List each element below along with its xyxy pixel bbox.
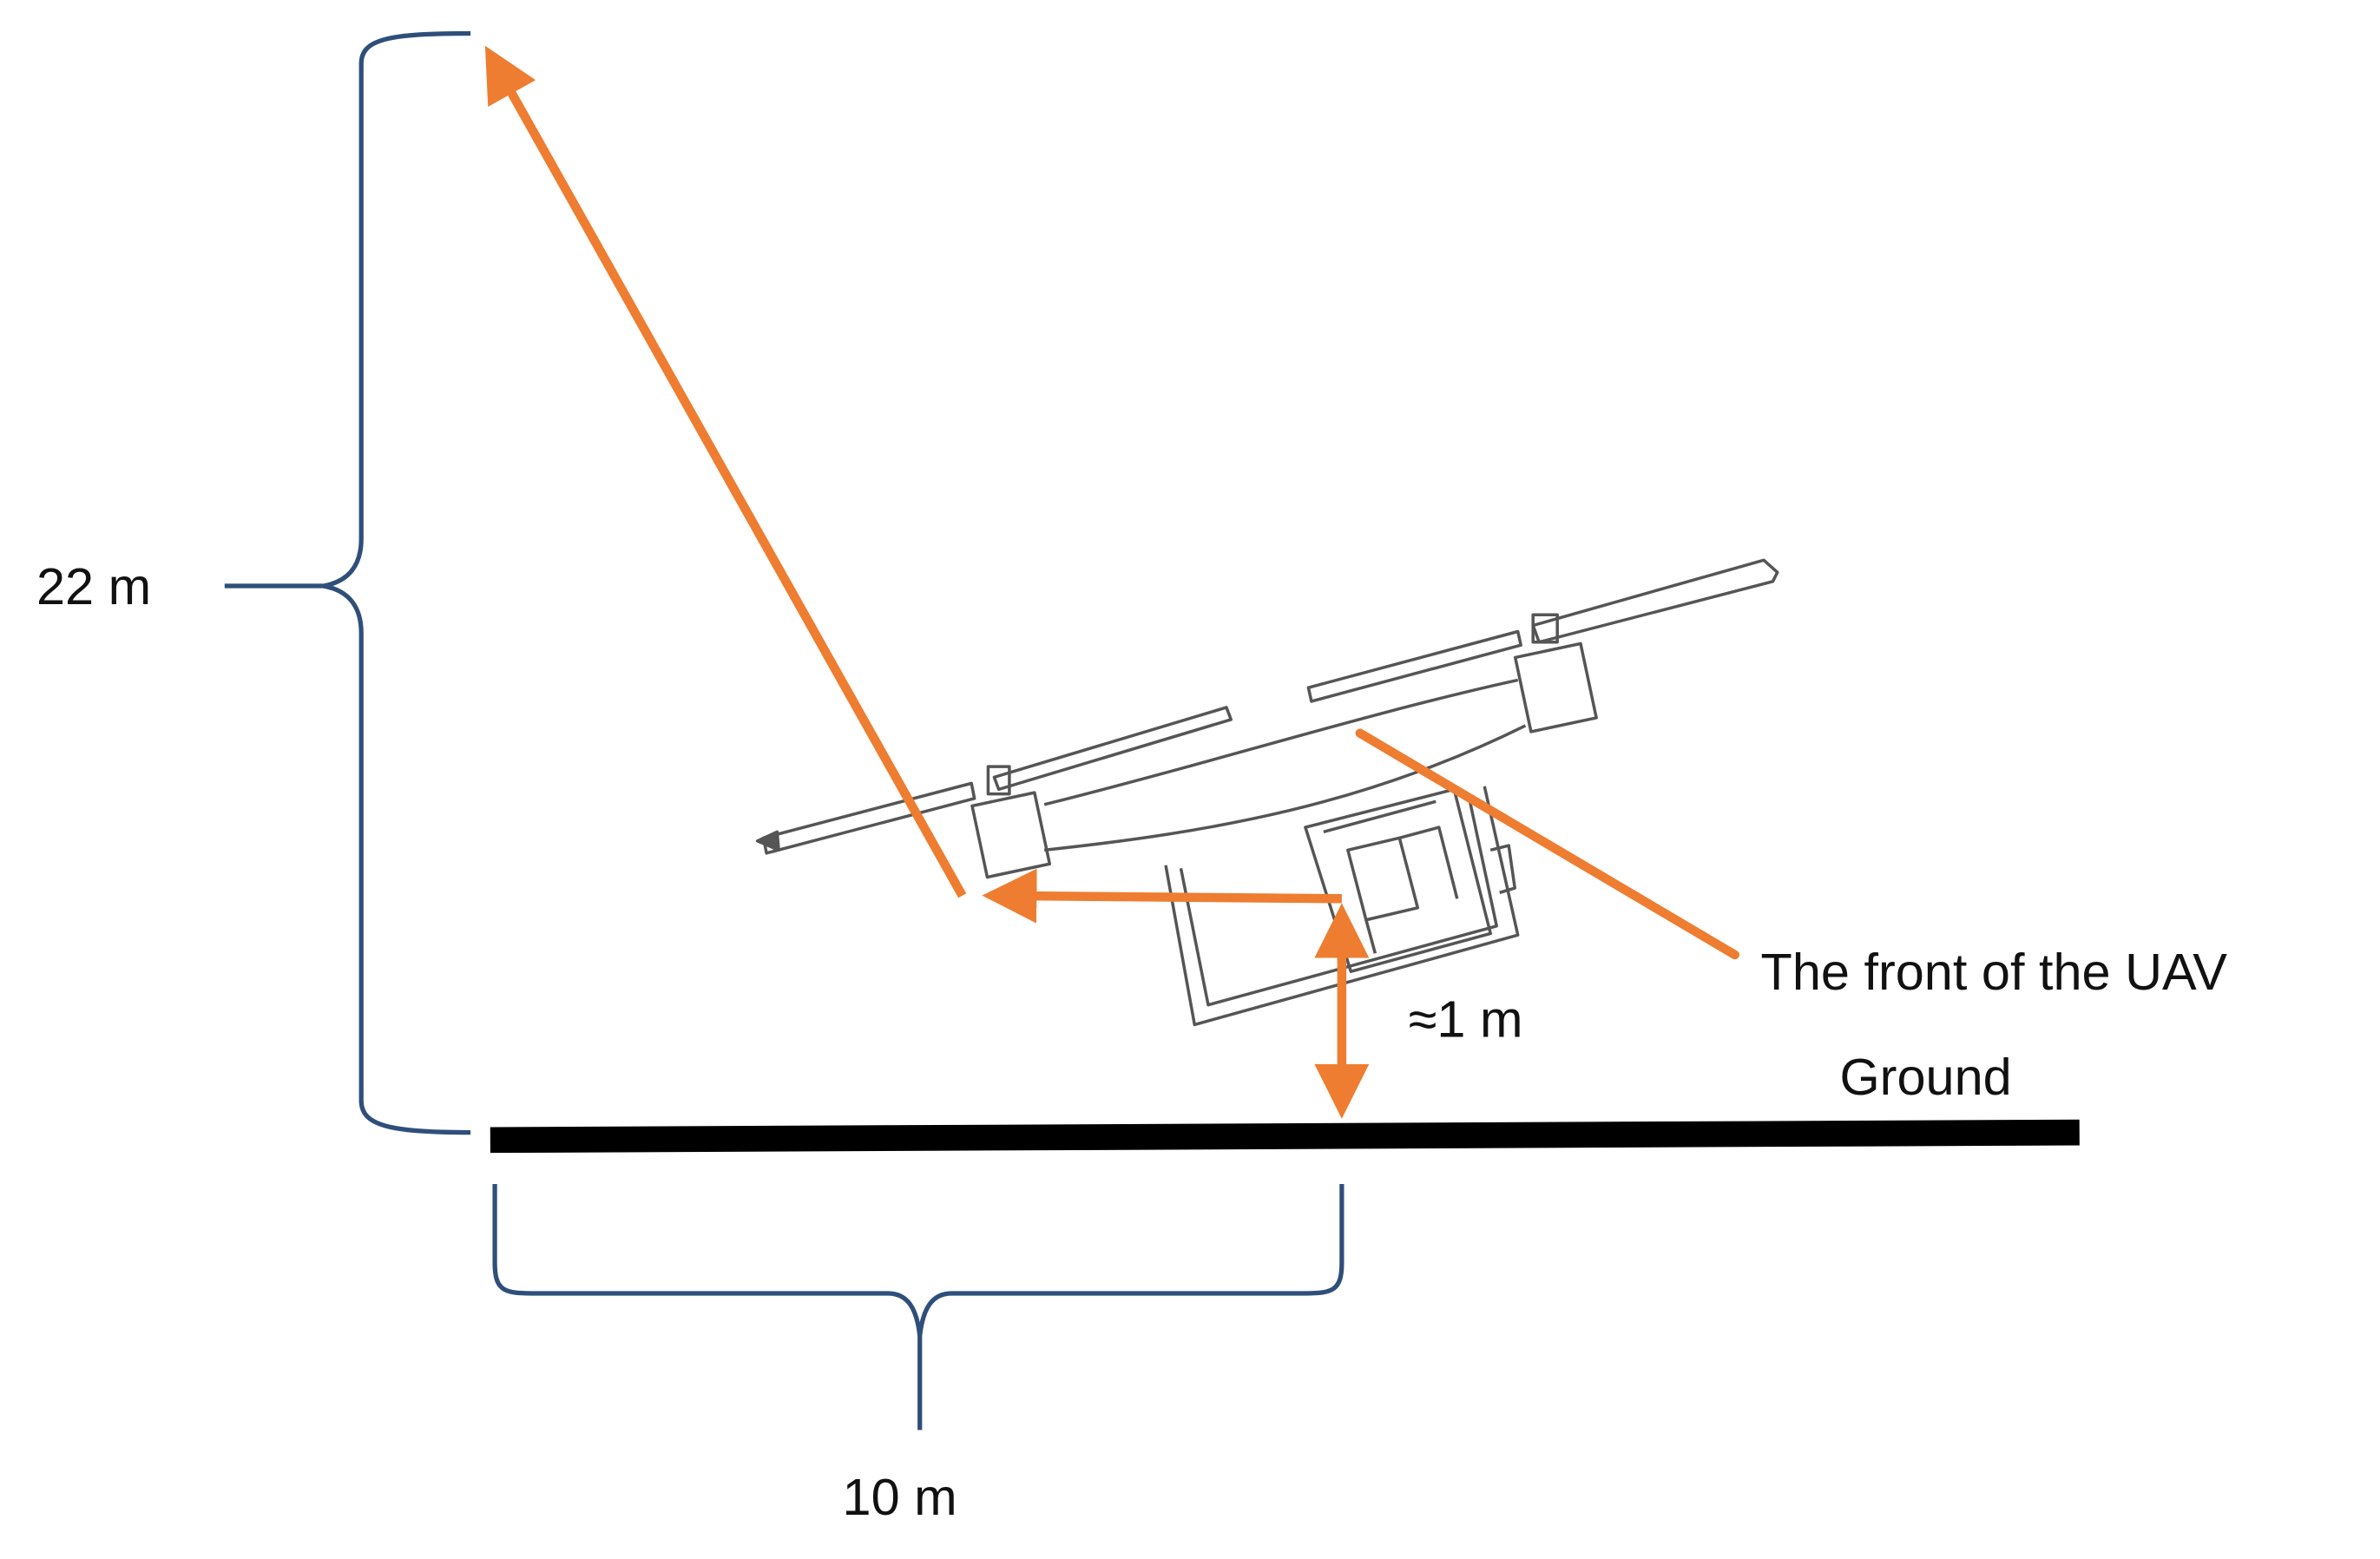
horizontal-arrow <box>982 868 1342 924</box>
line-of-sight-arrow <box>484 45 967 898</box>
uav-drawing <box>755 558 1779 1027</box>
ground-line <box>490 1119 2080 1154</box>
height-bracket <box>224 30 471 1135</box>
distance-label: 10 m <box>843 1468 957 1526</box>
front-of-uav-label: The front of the UAV <box>1761 943 2228 1001</box>
ground-label: Ground <box>1839 1048 2011 1106</box>
height-label: 22 m <box>36 557 151 615</box>
front-pointer-line <box>1355 728 1740 960</box>
altitude-label: ≈1 m <box>1409 990 1523 1048</box>
distance-bracket <box>492 1184 1345 1431</box>
orange-arrows <box>484 45 1740 1119</box>
